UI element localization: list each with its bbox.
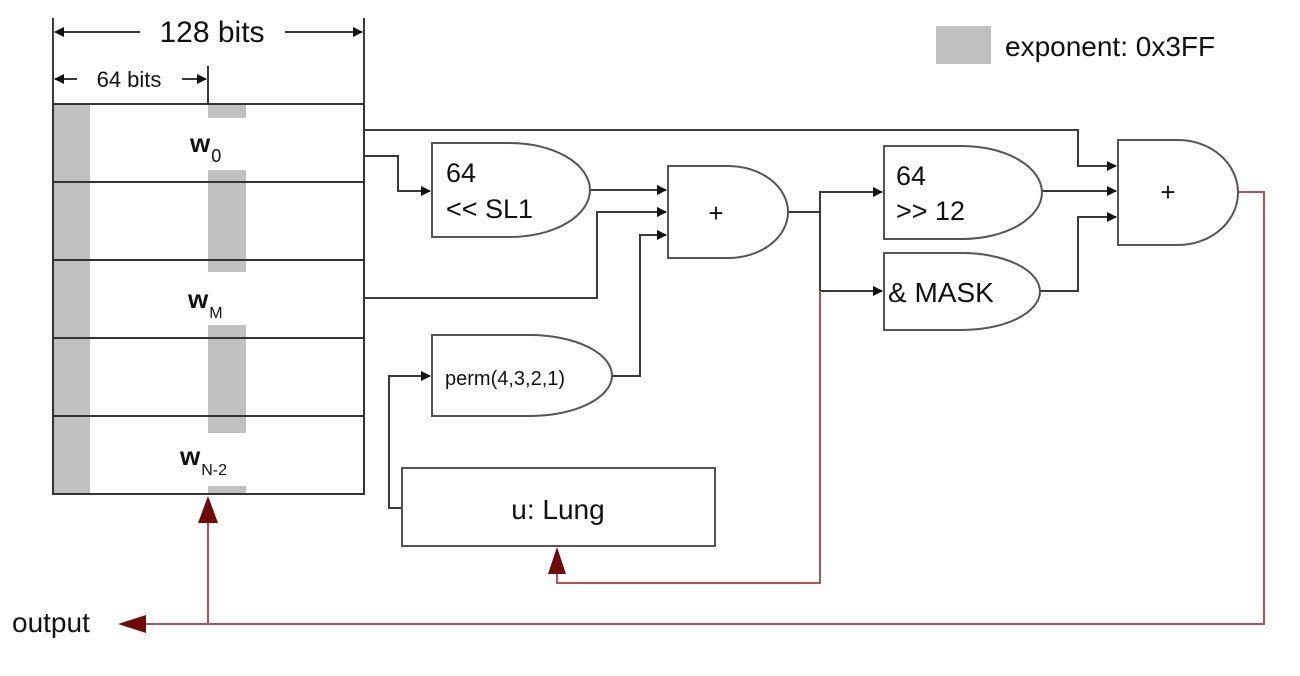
exponent-strip-mid (208, 486, 246, 494)
width-annotations: 128 bits 64 bits (52, 16, 365, 104)
svg-text:u: Lung: u: Lung (511, 494, 604, 525)
output-arrow (118, 615, 146, 633)
lung-register: u: Lung (401, 467, 716, 547)
svg-text:+: + (708, 198, 723, 228)
exponent-strip-left (53, 104, 90, 494)
mask-gate: & MASK (883, 252, 1041, 331)
output-label: output (12, 607, 90, 638)
adder-gate-1: + (667, 165, 789, 259)
feedback-wires (118, 191, 1265, 633)
width-label-128: 128 bits (159, 16, 264, 49)
shift-left-gate: 64 << SL1 (431, 142, 591, 238)
shift-right-gate: 64 >> 12 (883, 145, 1043, 240)
state-register: w0 wM wN-2 (52, 103, 365, 495)
exponent-strip-mid (208, 170, 246, 272)
svg-text:64: 64 (446, 158, 476, 188)
adder-gate-2: + (1117, 139, 1239, 246)
register-input-arrow (198, 496, 218, 523)
legend: exponent: 0x3FF (936, 26, 1215, 64)
svg-text:<< SL1: << SL1 (446, 194, 533, 224)
exponent-strip-mid (208, 104, 246, 118)
register-frame (52, 103, 365, 495)
svg-text:& MASK: & MASK (888, 277, 994, 308)
legend-label: exponent: 0x3FF (1005, 31, 1215, 62)
register-row-wM: wM (187, 284, 223, 322)
perm-gate: perm(4,3,2,1) (431, 334, 613, 417)
width-label-64: 64 bits (97, 67, 162, 92)
svg-text:perm(4,3,2,1): perm(4,3,2,1) (445, 368, 565, 390)
svg-text:+: + (1160, 177, 1175, 207)
wires (364, 129, 1117, 509)
legend-swatch (936, 26, 991, 64)
svg-text:64: 64 (896, 161, 926, 191)
svg-text:>> 12: >> 12 (896, 196, 965, 226)
lung-input-arrow (548, 547, 566, 574)
register-row-w0: w0 (189, 128, 221, 166)
register-row-wN-2: wN-2 (179, 441, 227, 479)
